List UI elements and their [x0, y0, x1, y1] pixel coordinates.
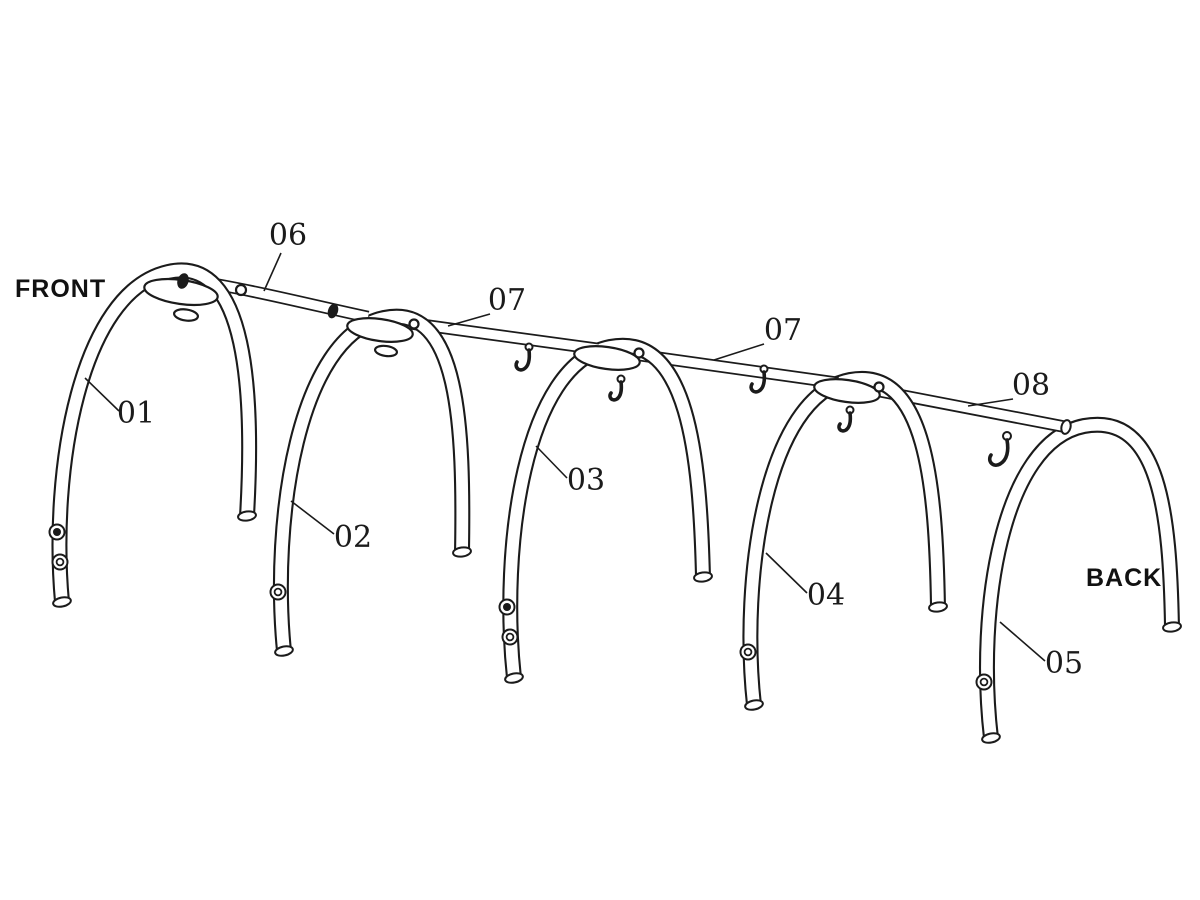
button-hole-ring — [505, 632, 515, 642]
tube-end-cap — [52, 596, 72, 608]
tube-end-cap — [1162, 621, 1182, 633]
connector-saddle — [573, 345, 641, 371]
tube-end-cap — [744, 699, 764, 711]
leader-line-05 — [999, 621, 1046, 662]
leader-line-06 — [263, 252, 282, 292]
tube-end-cap — [274, 645, 294, 657]
connector-fitting-2 — [327, 303, 420, 358]
button-hole — [739, 643, 757, 661]
push-button-pin — [53, 528, 61, 536]
button-hole-ring — [273, 587, 283, 597]
tube-end-cap — [693, 571, 713, 583]
button-hole — [51, 553, 69, 571]
connector-fitting-3 — [573, 345, 645, 371]
hook-icon — [837, 411, 853, 433]
back-label: BACK — [1086, 564, 1162, 592]
tube-end-cap — [981, 732, 1001, 744]
leader-line-03 — [535, 445, 568, 479]
tube-end-cap — [504, 672, 524, 684]
button-hole — [501, 628, 519, 646]
arch-tube-05 — [979, 416, 1180, 739]
leader-lines — [84, 252, 1046, 662]
front-label: FRONT — [15, 275, 106, 303]
part-label-07-front: 07 — [488, 283, 526, 318]
part-label-04: 04 — [807, 578, 845, 613]
tube-outline — [51, 262, 258, 603]
arch-tube-02 — [272, 308, 471, 652]
hook-icon — [514, 348, 532, 372]
hook-icon — [749, 370, 767, 394]
leader-line-07-rear — [713, 343, 765, 361]
connector-knob — [234, 283, 248, 297]
locking-pin — [327, 303, 339, 319]
tube-fill — [504, 339, 709, 679]
part-label-03: 03 — [567, 463, 605, 498]
locking-pin — [177, 273, 189, 289]
hook-icon — [987, 438, 1010, 467]
part-label-06: 06 — [269, 218, 307, 253]
pole-end-cap — [1060, 419, 1072, 435]
part-label-08: 08 — [1012, 368, 1050, 403]
tube-end-cap — [237, 510, 257, 522]
hook-icon — [608, 380, 624, 402]
tube-outline — [272, 308, 471, 652]
connector-fitting-1 — [143, 273, 248, 322]
labels: FRONT BACK 01 02 03 04 05 06 07 07 08 — [15, 218, 1162, 681]
hanging-hooks — [514, 342, 1012, 467]
leader-line-01 — [84, 377, 120, 412]
arch-tube-01 — [51, 262, 258, 603]
connector-fitting-4 — [813, 378, 885, 404]
tube-outline — [742, 370, 946, 706]
leader-line-04 — [765, 552, 808, 594]
connector-saddle — [346, 317, 414, 343]
button-hole-ring — [743, 647, 753, 657]
connector-saddle — [813, 378, 881, 404]
tube-fill — [981, 418, 1178, 739]
button-hole-ring — [979, 677, 989, 687]
tube-end-cap — [928, 601, 948, 613]
arch-tube-04 — [742, 370, 946, 706]
arch-tube-03 — [502, 337, 711, 679]
connector-cup — [373, 344, 399, 358]
button-hole — [975, 673, 993, 691]
leader-line-02 — [290, 500, 335, 535]
tube-end-caps — [52, 419, 1182, 744]
tube-fill — [275, 310, 469, 652]
part-label-05: 05 — [1045, 646, 1083, 681]
connector-knob — [633, 347, 645, 359]
part-label-02: 02 — [334, 520, 372, 555]
button-hole-ring — [55, 557, 65, 567]
connector-cup — [172, 308, 200, 322]
leader-line-07-front — [447, 313, 491, 327]
push-button-pin — [503, 603, 511, 611]
part-label-07-rear: 07 — [764, 313, 802, 348]
leader-line-08 — [967, 398, 1014, 407]
leg-buttons — [48, 523, 993, 691]
tube-fill — [53, 264, 256, 603]
button-hole — [269, 583, 287, 601]
tube-end-cap — [452, 546, 472, 558]
part-label-01: 01 — [117, 396, 155, 431]
connector-knob — [408, 318, 420, 330]
connector-knob — [873, 381, 885, 393]
